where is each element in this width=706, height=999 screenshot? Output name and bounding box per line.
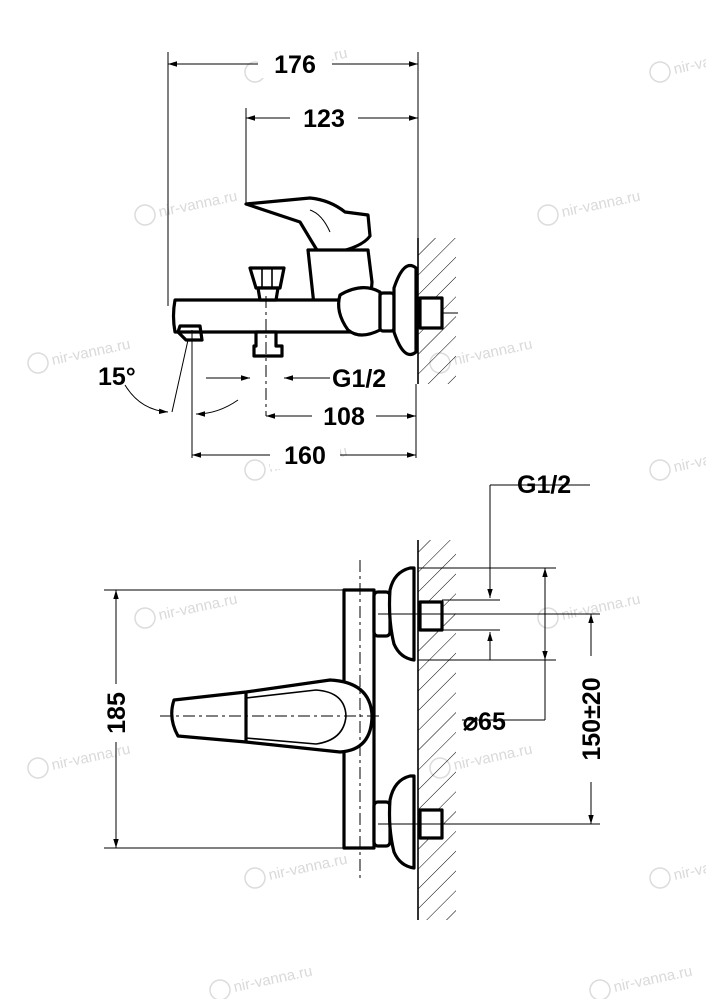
- watermark-text: nir-vanna.ru: [452, 741, 534, 774]
- watermark-logo: nir-vanna.ru: [649, 45, 706, 83]
- watermark-text: nir-vanna.ru: [672, 443, 706, 476]
- watermark-text: nir-vanna.ru: [560, 188, 642, 221]
- dimension-108: 108: [266, 400, 416, 431]
- dimension-185-label: 185: [103, 692, 131, 734]
- dimension-150: 150±20: [574, 614, 608, 824]
- watermark-text: nir-vanna.ru: [267, 851, 349, 884]
- watermark-logo: nir-vanna.ru: [537, 591, 642, 629]
- watermark-logo: nir-vanna.ru: [649, 443, 706, 481]
- faucet-front-outline: [170, 566, 444, 870]
- watermark-logo: nir-vanna.ru: [134, 188, 239, 226]
- watermark-logo: nir-vanna.ru: [209, 963, 314, 999]
- side-view: 176 123: [98, 48, 458, 470]
- dimension-150-label: 150±20: [578, 677, 606, 760]
- dimension-176-label: 176: [274, 51, 316, 79]
- watermark-text: nir-vanna.ru: [452, 336, 534, 369]
- dimension-diameter-65-label: ⌀65: [463, 708, 506, 736]
- dimension-g12-front-label: G1/2: [517, 471, 571, 499]
- watermark-text: nir-vanna.ru: [157, 188, 239, 221]
- dimension-160-label: 160: [284, 442, 326, 470]
- dimension-160: 160: [192, 439, 416, 470]
- watermark-logo: nir-vanna.ru: [537, 188, 642, 226]
- watermark-logo: nir-vanna.ru: [134, 591, 239, 629]
- watermark-text: nir-vanna.ru: [672, 45, 706, 78]
- dimension-108-label: 108: [323, 403, 365, 431]
- watermark-text: nir-vanna.ru: [50, 741, 132, 774]
- dimension-123: 123: [246, 102, 418, 133]
- watermarks: nir-vanna.ru nir-vanna.ru nir-vanna.ru n…: [27, 45, 706, 999]
- angle-15-label: 15°: [98, 363, 136, 391]
- watermark-text: nir-vanna.ru: [672, 851, 706, 884]
- watermark-text: nir-vanna.ru: [612, 963, 694, 996]
- watermark-text: nir-vanna.ru: [232, 963, 314, 996]
- dimension-176: 176: [168, 48, 418, 79]
- front-view: 185: [100, 471, 608, 920]
- dimension-g12-front: G1/2: [487, 471, 590, 660]
- dimension-g12-top-label: G1/2: [332, 365, 386, 393]
- wall-section-bottom: [417, 540, 456, 920]
- angle-15: 15°: [98, 339, 239, 417]
- dimension-185: 185: [100, 590, 132, 848]
- watermark-text: nir-vanna.ru: [560, 591, 642, 624]
- dimension-diameter-65: ⌀65: [462, 568, 548, 736]
- watermark-logo: nir-vanna.ru: [244, 851, 349, 889]
- watermark-logo: nir-vanna.ru: [589, 963, 694, 999]
- dimension-123-label: 123: [303, 105, 345, 133]
- faucet-side-outline: [171, 196, 458, 358]
- watermark-text: nir-vanna.ru: [157, 591, 239, 624]
- watermark-logo: nir-vanna.ru: [649, 851, 706, 889]
- dimension-g12-top: G1/2: [206, 365, 386, 393]
